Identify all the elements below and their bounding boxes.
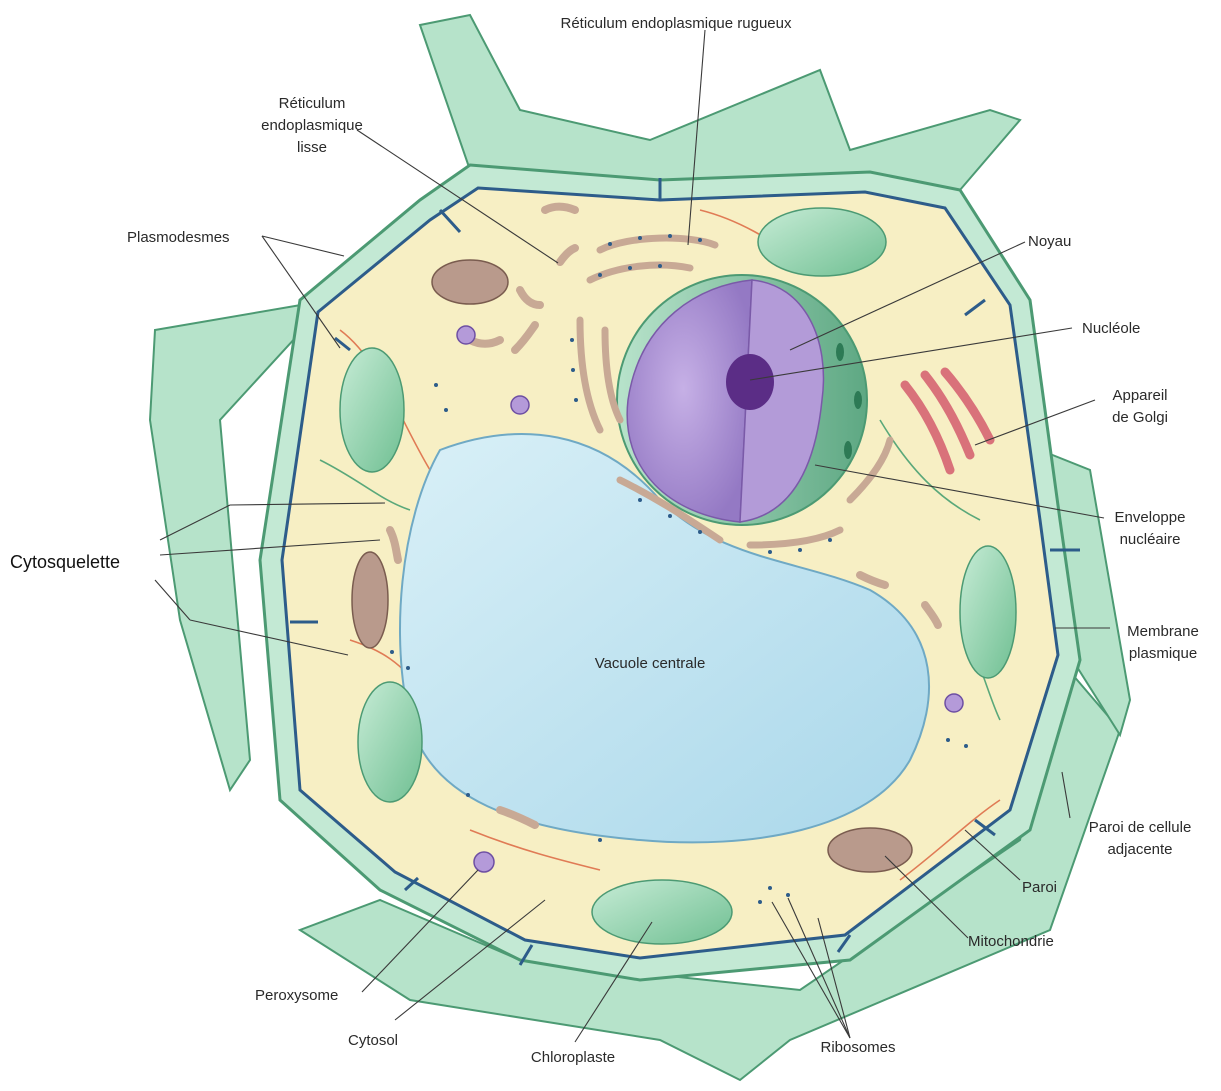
label-membrane-2: plasmique [1129, 645, 1197, 662]
label-cytosol: Cytosol [348, 1032, 398, 1049]
label-nucleole: Nucléole [1082, 320, 1140, 337]
label-peroxysome: Peroxysome [255, 987, 338, 1004]
label-plasmodesmes: Plasmodesmes [127, 229, 230, 246]
label-golgi-2: de Golgi [1112, 409, 1168, 426]
adjacent-wall-top [420, 15, 1020, 190]
label-ser-3: lisse [297, 139, 327, 156]
label-paroi-adjacente-1: Paroi de cellule [1089, 819, 1192, 836]
label-ser-1: Réticulum [279, 95, 346, 112]
label-ser-2: endoplasmique [261, 117, 363, 134]
label-ribosomes: Ribosomes [820, 1039, 895, 1056]
label-paroi: Paroi [1022, 879, 1057, 896]
label-enveloppe-1: Enveloppe [1115, 509, 1186, 526]
nucleolus [726, 354, 774, 410]
label-golgi-1: Appareil [1112, 387, 1167, 404]
label-membrane-1: Membrane [1127, 623, 1199, 640]
nucleus [617, 275, 867, 525]
label-noyau: Noyau [1028, 233, 1071, 250]
label-enveloppe-2: nucléaire [1120, 531, 1181, 548]
label-rer: Réticulum endoplasmique rugueux [561, 15, 792, 32]
label-vacuole: Vacuole centrale [595, 655, 706, 672]
label-cytosquelette: Cytosquelette [10, 552, 120, 572]
label-chloroplaste: Chloroplaste [531, 1049, 615, 1066]
label-paroi-adjacente-2: adjacente [1107, 841, 1172, 858]
label-mitochondrie: Mitochondrie [968, 933, 1054, 950]
